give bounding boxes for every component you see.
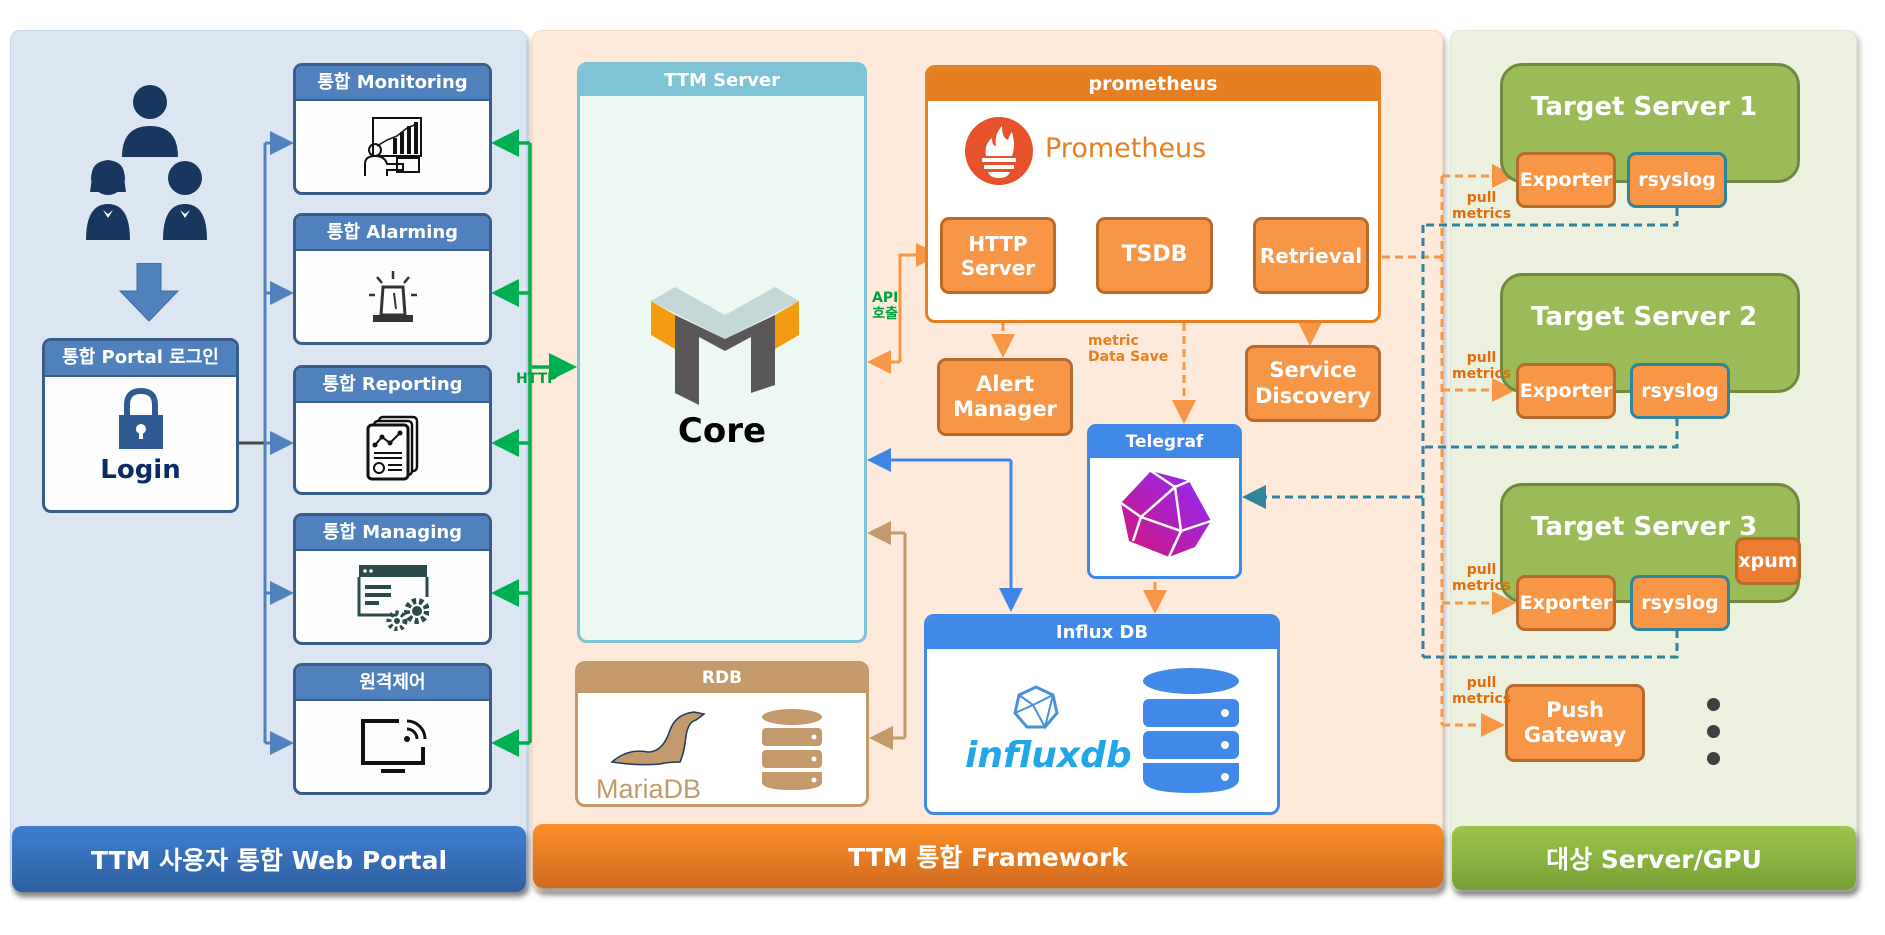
prometheus-brand: Prometheus [1045,133,1207,164]
prometheus-title: prometheus [928,68,1378,101]
influxdb-logo-icon [1013,685,1059,730]
module-card-alarming[interactable]: 통합 Alarming [293,213,492,345]
rsyslog-box[interactable]: rsyslog [1630,575,1730,631]
exporter-box[interactable]: Exporter [1516,575,1616,631]
module-title: 원격제어 [296,666,489,701]
exporter-box[interactable]: Exporter [1516,152,1616,208]
ttm-server-title: TTM Server [580,65,864,96]
pull-metrics-label: pull metrics [1452,675,1511,707]
prometheus-logo-icon [965,117,1033,185]
core-label: Core [677,411,767,451]
pull-label-line1: pull [1466,190,1497,206]
siren-alarm-icon [368,271,417,322]
rsyslog-box[interactable]: rsyslog [1630,363,1730,419]
users-group-icon [86,85,207,240]
pull-label-line1: pull [1466,562,1497,578]
module-card-monitoring[interactable]: 통합 Monitoring [293,63,492,195]
mariadb-seal-icon [610,711,706,766]
remote-monitor-icon [360,719,426,773]
telegraf-logo-icon [1120,469,1212,558]
api-call-label: API 호출 [872,290,898,322]
module-title: 통합 Managing [296,516,489,551]
http-label: HTTP [516,371,558,387]
http-server-box[interactable]: HTTP Server [940,217,1056,294]
pull-label-line2: metrics [1452,578,1512,595]
target-server-name: Target Server 2 [1531,302,1758,332]
rdb-title: RDB [578,664,866,693]
push-gateway-box[interactable]: Push Gateway [1505,684,1645,762]
api-label-line2: 호출 [872,306,899,323]
targets-banner: 대상 Server/GPU [1452,826,1856,890]
api-label-line1: API [872,290,899,306]
metric-label-line1: metric [1088,333,1139,349]
portal-banner: TTM 사용자 통합 Web Portal [12,826,526,892]
pull-label-line2: metrics [1452,691,1512,708]
target-server-name: Target Server 1 [1531,92,1758,122]
metric-data-save-label: metric Data Save [1088,333,1168,365]
ttm-server-card[interactable]: TTM Server Core [577,62,867,643]
tsdb-box[interactable]: TSDB [1096,217,1213,294]
pull-label-line2: metrics [1452,206,1512,223]
more-servers-ellipsis-icon [1707,698,1723,768]
influxdb-brand: influxdb [965,735,1132,776]
pull-label-line1: pull [1466,350,1497,366]
module-card-reporting[interactable]: 통합 Reporting [293,365,492,495]
module-card-remote-control[interactable]: 원격제어 [293,663,492,795]
alert-manager-box[interactable]: Alert Manager [937,358,1073,436]
xpum-box[interactable]: xpum [1735,537,1801,585]
pull-metrics-label: pull metrics [1452,350,1511,382]
rdb-card[interactable]: RDB MariaDB [575,661,869,807]
retrieval-box[interactable]: Retrieval [1253,217,1369,294]
module-title: 통합 Alarming [296,216,489,251]
portal-login-card[interactable]: 통합 Portal 로그인 Login [42,338,239,513]
mariadb-brand: MariaDB [596,774,702,804]
report-document-icon [366,415,418,481]
target-server-name: Target Server 3 [1531,512,1758,542]
lock-icon [118,387,163,449]
module-card-managing[interactable]: 통합 Managing [293,513,492,645]
core-logo-icon [651,287,799,405]
telegraf-card[interactable]: Telegraf [1087,424,1242,579]
influxdb-title: Influx DB [927,617,1277,649]
login-label: Login [100,455,181,485]
pull-metrics-label: pull metrics [1452,562,1511,594]
rsyslog-box[interactable]: rsyslog [1627,152,1727,208]
pull-label-line2: metrics [1452,366,1512,383]
pull-metrics-label: pull metrics [1452,190,1511,222]
monitoring-presentation-icon [363,117,422,176]
database-icon [1143,668,1239,793]
settings-window-icon [357,565,429,631]
module-title: 통합 Monitoring [296,66,489,101]
module-title: 통합 Reporting [296,368,489,403]
service-discovery-box[interactable]: Service Discovery [1245,345,1381,422]
telegraf-title: Telegraf [1090,427,1239,458]
database-icon [762,709,822,790]
metric-label-line2: Data Save [1088,349,1169,366]
exporter-box[interactable]: Exporter [1516,363,1616,419]
framework-banner: TTM 통합 Framework [533,824,1443,888]
pull-label-line1: pull [1466,675,1497,691]
portal-login-title: 통합 Portal 로그인 [45,341,236,377]
down-arrow-icon [118,263,180,322]
influxdb-card[interactable]: Influx DB influxdb [924,614,1280,815]
